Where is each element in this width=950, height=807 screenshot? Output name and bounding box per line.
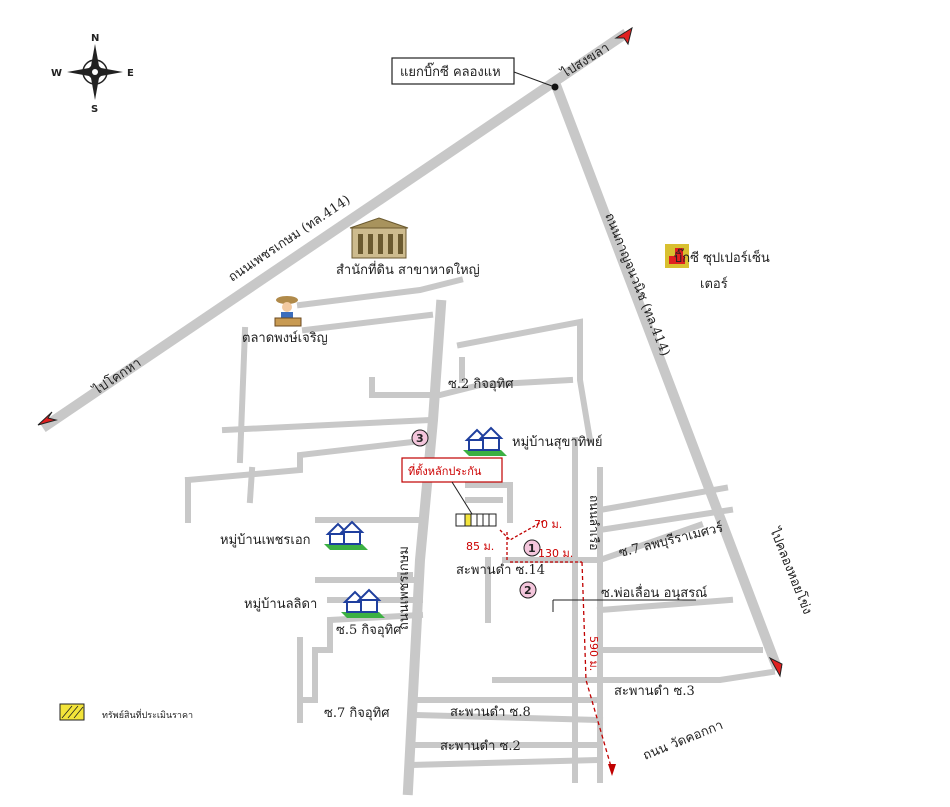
village-icon-sukhathip <box>463 426 507 456</box>
road-label-vertical: ถนนเพชรเกษม <box>397 546 412 630</box>
compass-rose-icon: N S E W <box>51 33 134 115</box>
road-petchkasem-diagonal <box>40 29 629 432</box>
arrow-to-khokhao-icon <box>37 411 58 426</box>
road-network <box>40 29 783 796</box>
junction-dot <box>551 83 559 91</box>
svg-text:1: 1 <box>528 542 536 555</box>
compass-s: S <box>91 104 98 115</box>
distance-590: 590 ม. <box>587 636 600 671</box>
subject-callout-box <box>401 457 503 483</box>
compass-w: W <box>51 68 62 79</box>
bigc-icon <box>665 244 689 268</box>
bigc-label-1: บิ๊กซี ซุปเปอร์เซ็น <box>674 248 770 266</box>
soi-label-saphan3: สะพานดำ ซ.3 <box>614 684 695 699</box>
junction-box <box>391 57 515 85</box>
land-office-label: สำนักที่ดิน สาขาหาดใหญ่ <box>336 261 480 278</box>
direction-south: ไปคลองหอยโข่ง <box>766 525 816 617</box>
direction-songkhla: ไปสงขลา <box>558 40 612 82</box>
distance-70: 70 ม. <box>534 518 562 531</box>
village-icon-phet <box>324 520 368 550</box>
soi-label-s5: ซ.5 กิจอุทิศ <box>336 623 402 638</box>
direction-khokhao: ไปโคกหา <box>89 355 144 399</box>
arrow-to-songkhla-icon <box>614 26 633 46</box>
soi-label-s2-top: ซ.2 กิจอุทิศ <box>448 377 514 392</box>
junction-label: แยกบิ๊กซี คลองแห <box>400 62 501 80</box>
svg-text:2: 2 <box>524 584 532 597</box>
legend: ทรัพย์สินที่ประเมินราคา <box>59 703 193 721</box>
distance-85: 85 ม. <box>466 540 494 553</box>
road-label-kam-rueam: ถนนลำเรือ <box>587 495 601 551</box>
road-label-diagonal: ถนนเพชรเกษม (ทล.414) <box>226 193 354 286</box>
soi-label-s7-left: ซ.7 กิจอุทิศ <box>324 706 390 721</box>
village-label-sukhathip: หมู่บ้านสุขาทิพย์ <box>512 434 602 450</box>
subject-property-icon <box>455 513 497 527</box>
soi-label-saphan2: สะพานดำ ซ.2 <box>440 739 521 754</box>
road-label-east: ถนนกาญจนวนิช (ทล.414) <box>601 211 672 359</box>
village-icon-salida <box>341 588 385 618</box>
marker-3: 3 <box>411 429 429 447</box>
compass-n: N <box>91 33 99 44</box>
distance-130: 130 ม. <box>538 547 573 560</box>
soi-label-pho-luean: ซ.พ่อเลื่อน อนุสรณ์ <box>601 584 707 601</box>
distance-markers <box>499 519 613 771</box>
soi-label-saphan14: สะพานดำ ซ.14 <box>456 563 545 578</box>
marker-1: 1 <box>523 539 541 557</box>
road-vertical-main <box>402 299 447 796</box>
marker-2: 2 <box>519 581 537 599</box>
road-label-school: ถนน วัดคอกกา <box>641 718 726 764</box>
direction-arrows <box>37 26 783 678</box>
arrow-to-south-icon <box>768 656 783 678</box>
village-label-salida: หมู่บ้านลลิดา <box>244 597 317 612</box>
subject-label: ที่ตั้งหลักประกัน <box>408 463 482 478</box>
legend-label: ทรัพย์สินที่ประเมินราคา <box>102 708 193 721</box>
road-kanchanavanich <box>549 78 783 672</box>
svg-text:3: 3 <box>416 432 424 445</box>
village-label-phet: หมู่บ้านเพชรเอก <box>220 533 311 548</box>
land-office-icon <box>349 217 409 259</box>
bigc-label-2: เตอร์ <box>700 276 728 292</box>
compass-e: E <box>127 68 134 79</box>
soi-label-saphan8: สะพานดำ ซ.8 <box>450 705 531 720</box>
legend-swatch <box>59 703 85 721</box>
market-label: ตลาดพงษ์เจริญ <box>242 330 328 346</box>
market-icon <box>274 296 302 327</box>
